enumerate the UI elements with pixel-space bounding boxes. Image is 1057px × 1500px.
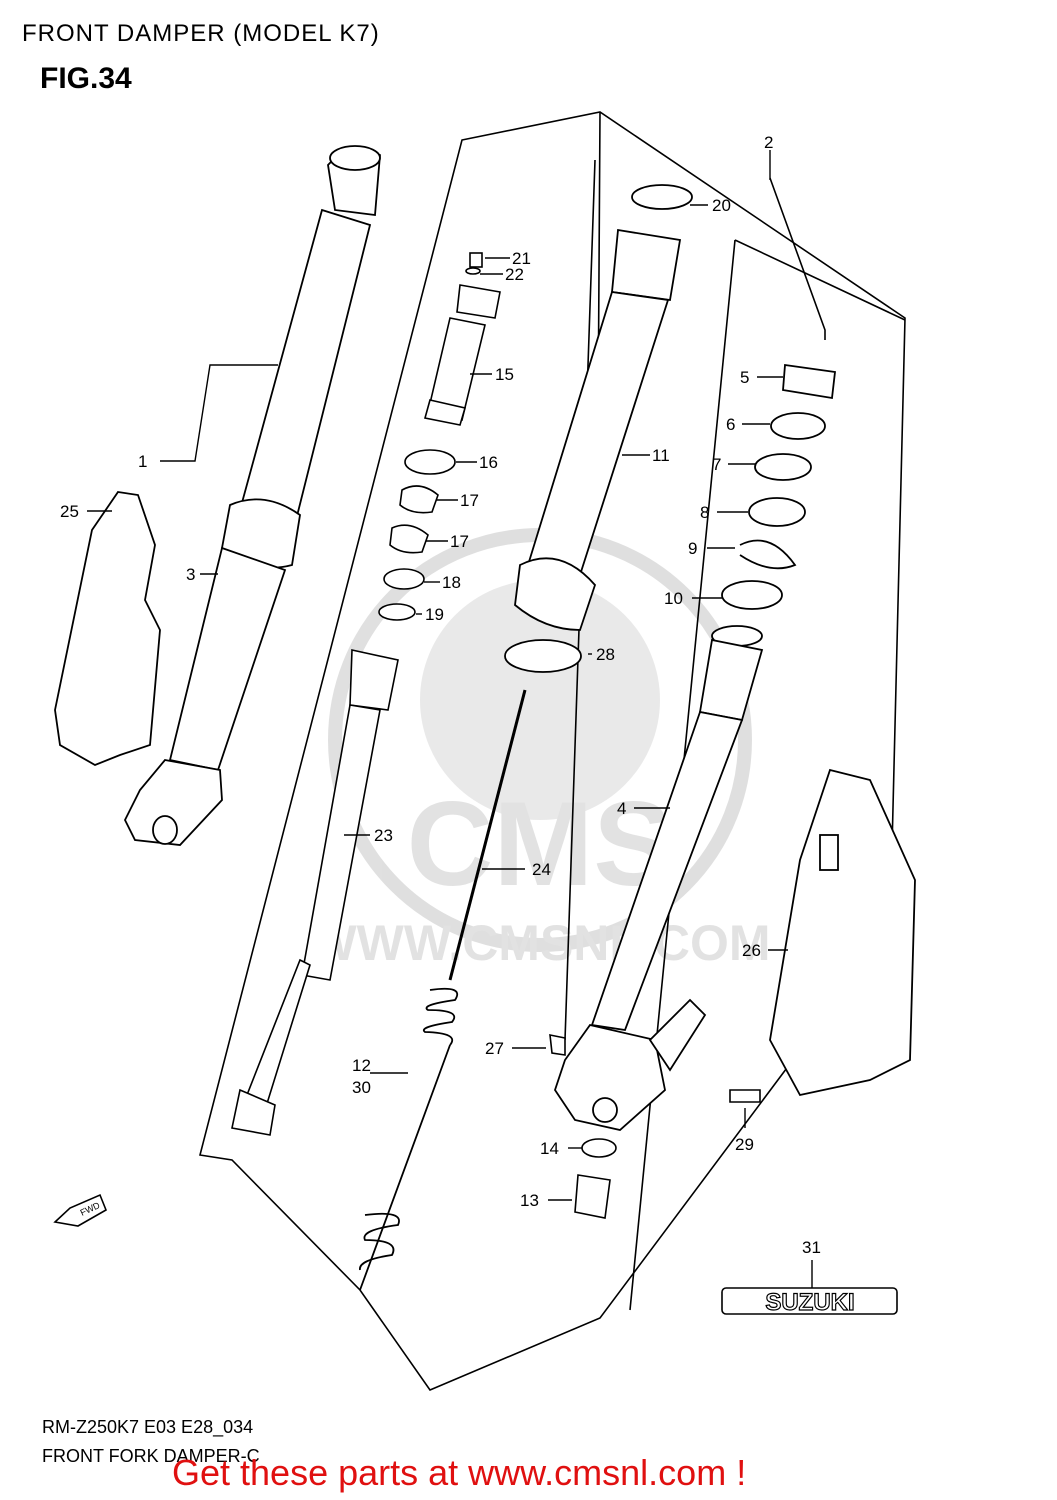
callout-4: 4 bbox=[617, 799, 626, 818]
callout-21: 21 bbox=[512, 249, 531, 268]
callout-17b: 17 bbox=[450, 532, 469, 551]
callout-31: 31 bbox=[802, 1238, 821, 1257]
callout-25: 27 bbox=[485, 1039, 504, 1058]
callout-13: 13 bbox=[520, 1191, 539, 1210]
diagram-name: FRONT FORK DAMPER-C bbox=[42, 1446, 260, 1466]
callout-3: 3 bbox=[186, 565, 195, 584]
fork-guard-right bbox=[769, 768, 916, 1097]
callout-12: 12 bbox=[352, 1056, 371, 1075]
inner-tube bbox=[504, 184, 693, 673]
callout-10: 10 bbox=[664, 589, 683, 608]
callout-27: 25 bbox=[60, 502, 79, 521]
small-parts bbox=[549, 1034, 761, 1219]
emblem-text: SUZUKI bbox=[765, 1289, 854, 1316]
rod-24 bbox=[448, 689, 527, 981]
callout-1: 1 bbox=[138, 452, 147, 471]
callout-19: 19 bbox=[425, 605, 444, 624]
callout-14: 14 bbox=[540, 1139, 559, 1158]
callout-20: 20 bbox=[712, 196, 731, 215]
outer-tube-right bbox=[554, 625, 764, 1131]
callout-7: 7 bbox=[712, 455, 721, 474]
watermark-url: WWW.CMSNL.COM bbox=[309, 915, 770, 971]
callout-26: 28 bbox=[596, 645, 615, 664]
cms-watermark: CMS WWW.CMSNL.COM bbox=[309, 528, 771, 971]
callout-2: 2 bbox=[764, 133, 773, 152]
callout-16: 16 bbox=[479, 453, 498, 472]
callout-17a: 17 bbox=[460, 491, 479, 510]
callout-28: 26 bbox=[742, 941, 761, 960]
callout-23: 23 bbox=[374, 826, 393, 845]
model-code: RM-Z250K7 E03 E28_034 bbox=[42, 1417, 254, 1437]
page-title: FRONT DAMPER (MODEL K7) bbox=[22, 20, 380, 47]
seal-stack bbox=[721, 363, 836, 610]
callout-15: 15 bbox=[495, 365, 514, 384]
callout-6: 6 bbox=[726, 415, 735, 434]
callout-11: 11 bbox=[652, 446, 670, 465]
damper-parts bbox=[231, 252, 501, 1136]
fork-guard-left bbox=[54, 491, 161, 766]
callout-29: 29 bbox=[735, 1135, 754, 1154]
callout-numbers: 2 20 21 22 15 16 17 17 18 19 1 3 25 23 2… bbox=[60, 133, 821, 1257]
callout-24: 24 bbox=[532, 860, 551, 879]
watermark-brand: CMS bbox=[407, 777, 674, 911]
outer-tube-left bbox=[123, 145, 381, 846]
spring bbox=[359, 987, 459, 1291]
promo-link[interactable]: Get these parts at www.cmsnl.com ! bbox=[172, 1452, 747, 1493]
fwd-arrow-icon: FWD bbox=[53, 1193, 108, 1227]
callout-5: 5 bbox=[740, 368, 749, 387]
suzuki-emblem: SUZUKI bbox=[721, 1287, 898, 1317]
leader-lines bbox=[87, 150, 813, 1288]
callout-22: 22 bbox=[505, 265, 524, 284]
callout-30: 30 bbox=[352, 1078, 371, 1097]
callout-8: 8 bbox=[700, 503, 709, 522]
callout-18: 18 bbox=[442, 573, 461, 592]
figure-label: FIG.34 bbox=[40, 62, 132, 95]
callout-9: 9 bbox=[688, 539, 697, 558]
